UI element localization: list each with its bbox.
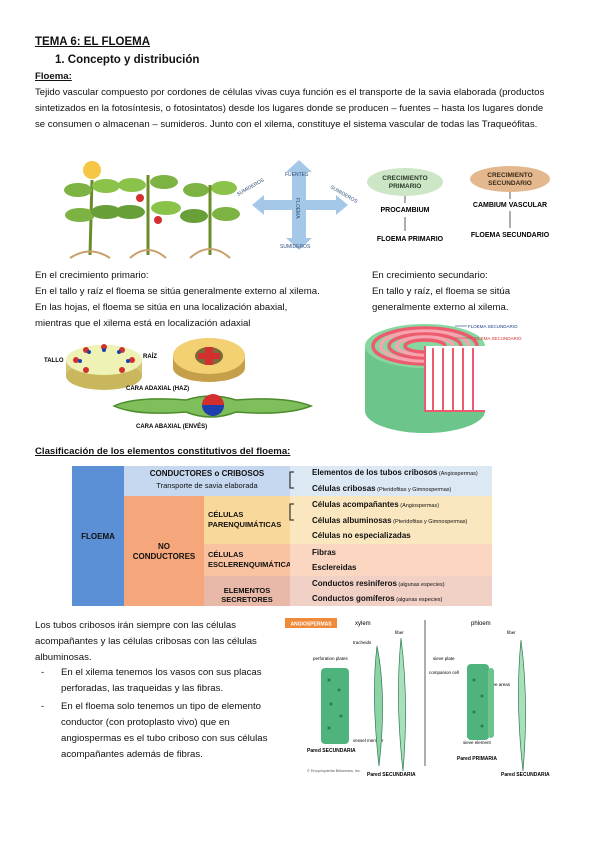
no-conductores-line1: NO bbox=[158, 542, 170, 551]
cell-no-conductores: NO CONDUCTORES bbox=[124, 542, 204, 562]
label-pared-secundaria-3: Pared SECUNDARIA bbox=[501, 772, 550, 778]
primary-growth-text: En el crecimiento primario: En el tallo … bbox=[35, 268, 320, 332]
table-item-4: Células no especializadas bbox=[312, 531, 411, 540]
label-sieve-areas: sieve areas bbox=[487, 682, 511, 687]
stem-section bbox=[66, 344, 142, 390]
secondary-line-1: En crecimiento secundario: bbox=[372, 270, 488, 281]
leaf-section bbox=[112, 394, 314, 418]
label-enves: CARA ABAXIAL (ENVÉS) bbox=[136, 422, 207, 430]
cell-esclerenquimaticas: CÉLULAS ESCLERENQUIMÁTICAS bbox=[208, 550, 296, 570]
britannica-credit: © Encyclopædia Britannica, Inc. bbox=[307, 769, 361, 773]
label-companion: companion cell bbox=[429, 670, 459, 675]
label-trunk-xilema: XILEMA SECUNDARIO bbox=[474, 336, 522, 341]
table-item-0: Elementos de los tubos cribosos (Angiosp… bbox=[312, 468, 478, 477]
label-procambium: PROCAMBIUM bbox=[381, 207, 430, 214]
classification-table: FLOEMA CONDUCTORES o CRIBOSOS Transporte… bbox=[72, 466, 492, 606]
table-item-3: Células albuminosas (Pteridofitas y Gimn… bbox=[312, 516, 468, 525]
parenq-line1: CÉLULAS bbox=[208, 510, 244, 519]
escler-line1: CÉLULAS bbox=[208, 550, 244, 559]
label-trunk-floema: FLOEMA SECUNDARIO bbox=[468, 324, 518, 329]
floema-heading: Floema: bbox=[35, 71, 72, 82]
label-sieve-element: sieve element bbox=[463, 740, 492, 745]
primary-line-1: En el crecimiento primario: bbox=[35, 270, 149, 281]
plant-right-image bbox=[180, 181, 240, 259]
xylem-phloem-illustration: ANGIOSPERMAS xylem phloem fiber fiber tr… bbox=[285, 618, 550, 778]
primary-line-2: En el tallo y raíz el floema se sitúa ge… bbox=[35, 286, 320, 297]
section-subtitle: 1. Concepto y distribución bbox=[55, 54, 200, 66]
label-phloem: phloem bbox=[471, 621, 491, 627]
label-floema-arrow: FLOEMA bbox=[294, 198, 300, 219]
label-fuentes: FUENTES bbox=[285, 172, 309, 178]
secondary-line-3: generalmente externo al xilema. bbox=[372, 302, 509, 313]
organ-sections: TALLO RAÍZ CARA ADAXIAL (HAZ) CARA ABAXI… bbox=[44, 338, 314, 430]
cell-parenquimaticas: CÉLULAS PARENQUIMÁTICAS bbox=[208, 510, 281, 530]
label-sumideros-bottom: SUMIDEROS bbox=[280, 244, 311, 250]
label-pared-secundaria-2: Pared SECUNDARIA bbox=[367, 772, 416, 778]
label-floema-primario: FLOEMA PRIMARIO bbox=[377, 236, 444, 243]
classification-heading: Clasificación de los elementos constitut… bbox=[35, 446, 291, 457]
secondary-line-2: En tallo y raíz, el floema se sitúa bbox=[372, 286, 511, 297]
table-item-2: Células acompañantes (Angiospermas) bbox=[312, 500, 440, 509]
label-sieve-plate: sieve plate bbox=[433, 656, 455, 661]
label-tracheids: tracheids bbox=[353, 640, 372, 645]
label-vessel: vessel member bbox=[353, 738, 384, 743]
root-section bbox=[173, 338, 245, 382]
table-item-1: Células cribosas (Pteridofitas y Gimnosp… bbox=[312, 484, 452, 493]
bullet-list: En el xilema tenemos los vasos con sus p… bbox=[35, 665, 275, 763]
label-angiospermas: ANGIOSPERMAS bbox=[290, 622, 332, 628]
escler-line2: ESCLERENQUIMÁTICAS bbox=[208, 560, 297, 569]
table-item-5: Fibras bbox=[312, 548, 337, 557]
table-brackets bbox=[289, 471, 294, 521]
label-fiber-2: fiber bbox=[507, 630, 516, 635]
cell-secretores: ELEMENTOS SECRETORES bbox=[221, 586, 273, 604]
table-item-7: Conductos resiníferos (algunas especies) bbox=[312, 579, 445, 588]
label-perforation: perforation plates bbox=[313, 656, 349, 661]
table-item-8: Conductos gomíferos (algunas especies) bbox=[312, 594, 443, 603]
label-fiber-1: fiber bbox=[395, 630, 404, 635]
cell-conductores: CONDUCTORES o CRIBOSOS bbox=[149, 469, 265, 478]
primary-line-4: mientras que el xilema está en localizac… bbox=[35, 318, 251, 329]
plants-illustration bbox=[64, 161, 240, 259]
plant-middle-image bbox=[115, 175, 181, 259]
label-xylem: xylem bbox=[355, 621, 371, 627]
cell-transporte: Transporte de savia elaborada bbox=[156, 481, 258, 490]
page-title: TEMA 6: EL FLOEMA bbox=[35, 36, 150, 48]
table-item-6: Esclereidas bbox=[312, 563, 357, 572]
label-haz: CARA ADAXIAL (HAZ) bbox=[126, 386, 189, 392]
label-pared-primaria: Pared PRIMARIA bbox=[457, 756, 497, 762]
bullet-floema: En el floema solo tenemos un tipo de ele… bbox=[35, 699, 275, 763]
label-raiz: RAÍZ bbox=[143, 352, 157, 360]
no-conductores-line2: CONDUCTORES bbox=[132, 552, 196, 561]
trunk-diagram: FLOEMA SECUNDARIO XILEMA SECUNDARIO bbox=[365, 324, 522, 433]
label-floema-secundario: FLOEMA SECUNDARIO bbox=[471, 232, 550, 239]
primary-line-3: En las hojas, el floema se sitúa en una … bbox=[35, 302, 288, 313]
intro-paragraph: Tejido vascular compuesto por cordones d… bbox=[35, 87, 545, 130]
source-sink-arrows: FUENTES SUMIDEROS SUMIDEROS FLOEMA SUMID… bbox=[236, 160, 359, 250]
secondary-growth-text: En crecimiento secundario: En tallo y ra… bbox=[372, 268, 510, 316]
plant-left-image bbox=[64, 161, 121, 259]
label-sumideros-left: SUMIDEROS bbox=[236, 177, 266, 198]
label-pared-secundaria-1: Pared SECUNDARIA bbox=[307, 748, 356, 754]
label-cambium: CAMBIUM VASCULAR bbox=[473, 202, 547, 209]
bottom-paragraph: Los tubos cribosos irán siempre con las … bbox=[35, 620, 257, 663]
parenq-line2: PARENQUIMÁTICAS bbox=[208, 520, 282, 529]
label-tallo: TALLO bbox=[44, 358, 64, 364]
cell-floema: FLOEMA bbox=[81, 531, 115, 541]
bullet-xilema: En el xilema tenemos los vasos con sus p… bbox=[35, 665, 275, 697]
